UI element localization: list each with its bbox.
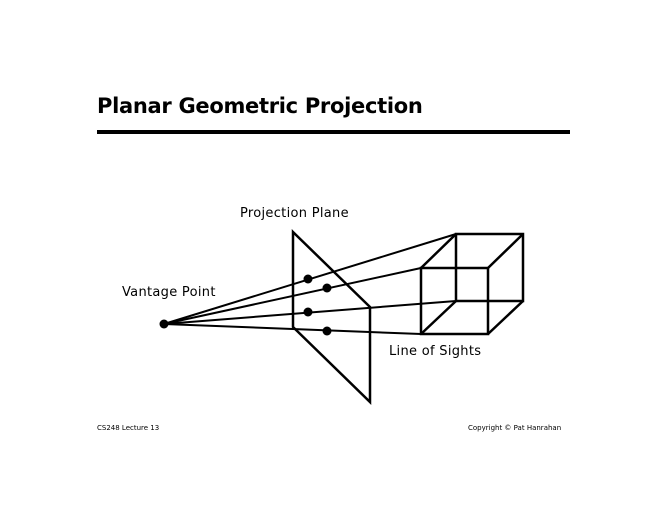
slide-title: Planar Geometric Projection [97,94,423,118]
projection-plane [291,229,372,405]
sight-line-4 [163,323,422,335]
projected-point [322,283,332,293]
cube [419,232,525,336]
projection-plane-label: Projection Plane [240,206,349,221]
projected-point [322,326,332,336]
vantage-point-label: Vantage Point [122,285,216,300]
title-underline [97,130,570,134]
projected-point [303,307,313,317]
line-of-sights-label: Line of Sights [389,344,482,359]
footer-copyright: Copyright © Pat Hanrahan [468,424,562,432]
sight-line-2 [163,267,422,325]
vantage-point [159,319,169,329]
projected-point [303,274,313,284]
footer-course: CS248 Lecture 13 [97,424,160,432]
